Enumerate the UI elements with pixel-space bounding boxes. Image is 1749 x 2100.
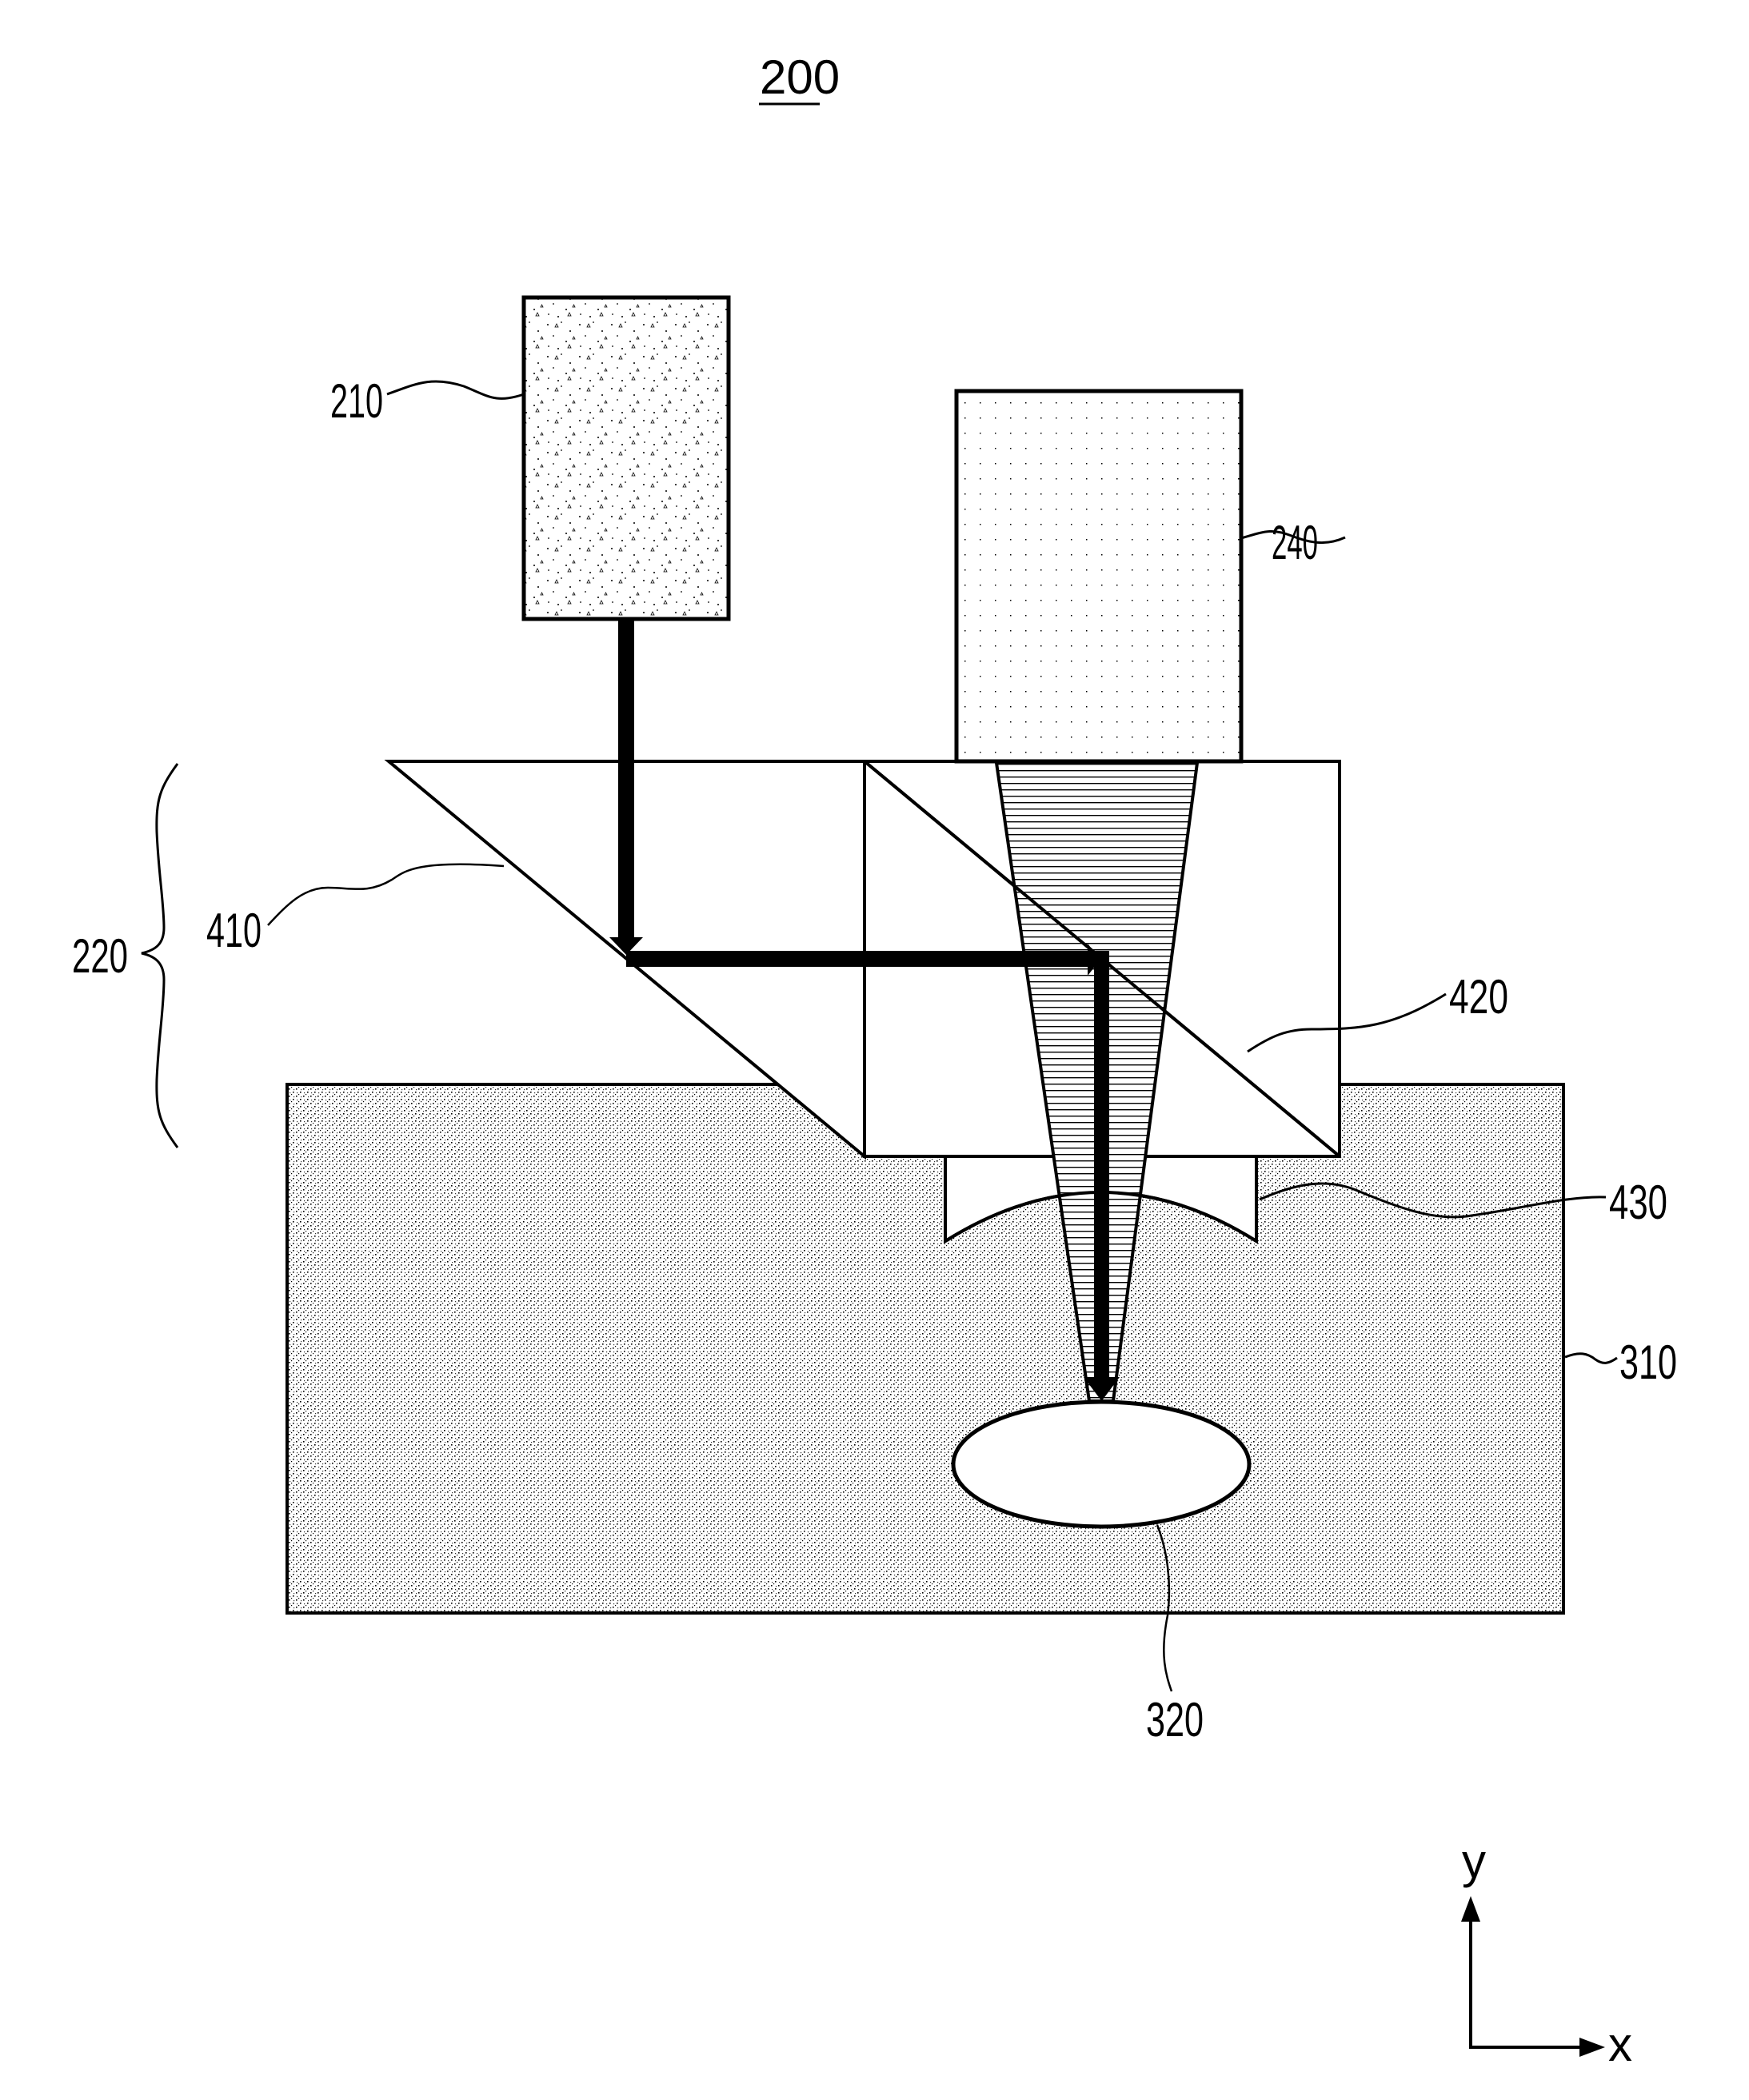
beam-arrowhead-down-2 (1084, 1377, 1120, 1401)
leader-310 (1564, 1352, 1618, 1364)
leader-210 (386, 380, 525, 400)
axis-y-label: y (1462, 1835, 1486, 1888)
beam-vertical-source (618, 619, 634, 940)
axis-y-arrowhead (1461, 1896, 1480, 1922)
target-region-320 (951, 1399, 1252, 1529)
leader-410 (267, 863, 505, 926)
light-source-210 (521, 295, 731, 621)
leader-430 (1259, 1182, 1607, 1219)
label-420: 420 (1449, 970, 1508, 1024)
label-410: 410 (206, 904, 262, 957)
leader-240 (1240, 530, 1346, 545)
label-320: 320 (1146, 1693, 1204, 1747)
leader-420 (1247, 992, 1447, 1053)
figure-number: 200 (760, 50, 840, 104)
label-310: 310 (1619, 1335, 1677, 1389)
label-210: 210 (330, 374, 383, 428)
substrate-310 (286, 1083, 1565, 1615)
camera-240 (954, 389, 1244, 764)
beam-horizontal (626, 951, 1102, 967)
label-430: 430 (1609, 1176, 1667, 1229)
axis-x-label: x (1608, 2018, 1632, 2071)
beam-arrowhead-down-1 (609, 937, 643, 955)
label-240: 240 (1272, 516, 1318, 569)
axis-x-arrowhead (1579, 2038, 1605, 2057)
leader-320 (1156, 1524, 1173, 1692)
label-220: 220 (72, 929, 128, 983)
brace-220 (141, 763, 179, 1148)
beam-vertical-target (1094, 951, 1109, 1383)
